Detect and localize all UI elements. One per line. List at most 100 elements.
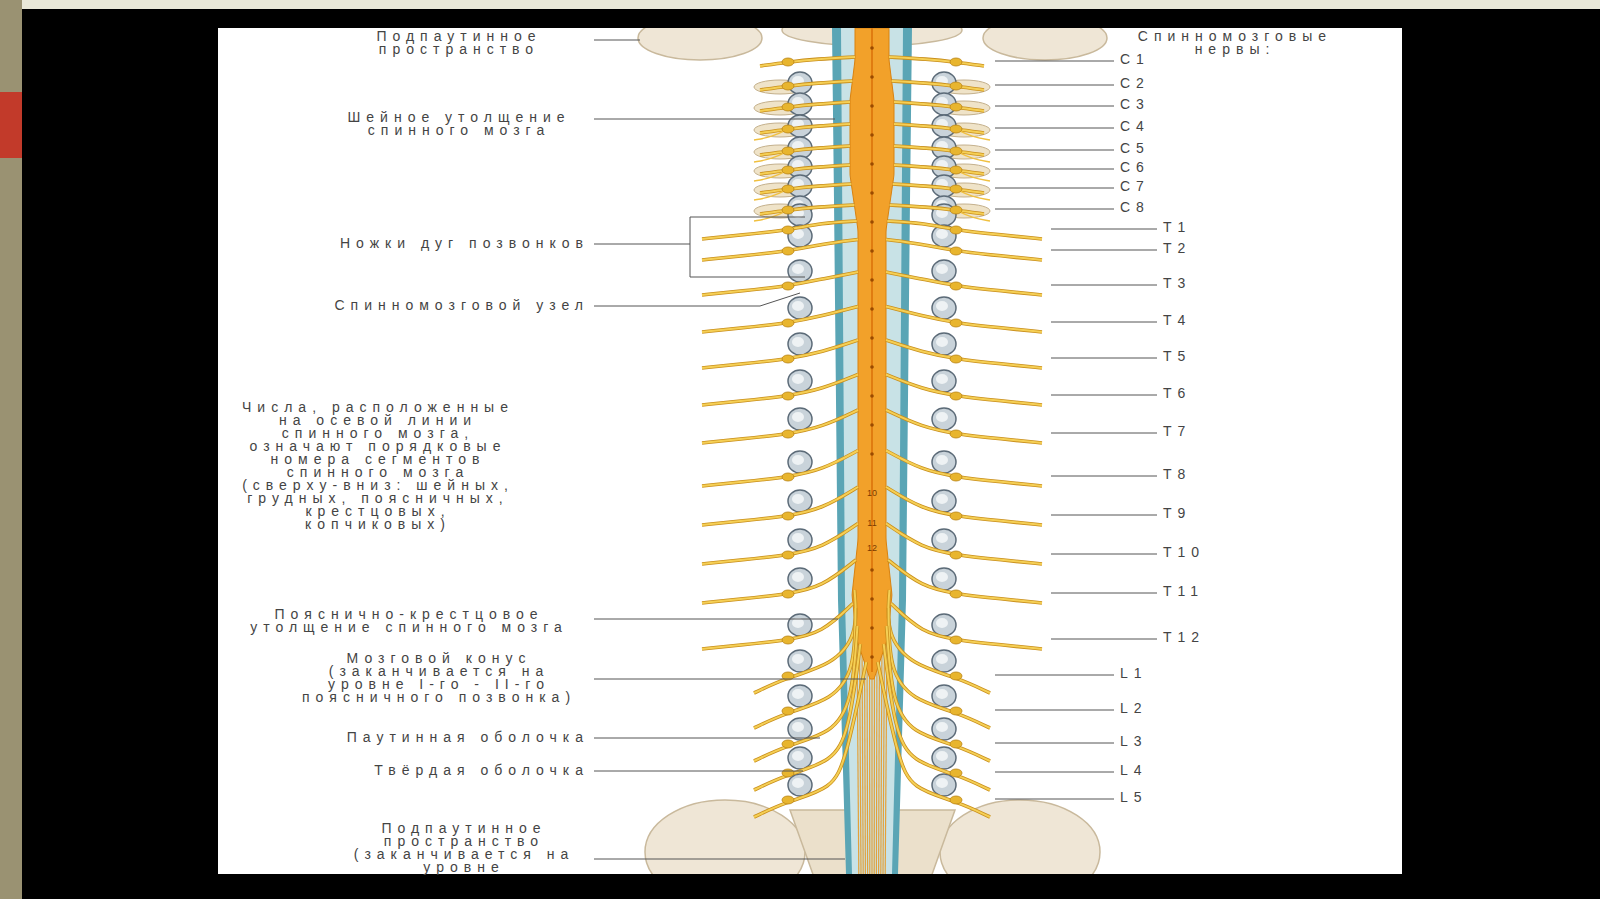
spinal-nerve-outline <box>702 524 858 565</box>
leader-line <box>594 738 820 739</box>
segment-dot <box>870 597 874 601</box>
spinal-ganglion <box>950 392 962 400</box>
spinal-ganglion <box>782 185 794 193</box>
vertebral-pedicle <box>932 614 956 636</box>
pedicle-highlight <box>936 301 948 311</box>
spinal-ganglion <box>782 247 794 255</box>
spinal-ganglion <box>950 636 962 644</box>
nerve-label: L5 <box>1120 791 1210 804</box>
segment-dot <box>870 452 874 456</box>
nerve-label: L4 <box>1120 764 1210 777</box>
spinal-ganglion <box>950 512 962 520</box>
leader-line <box>1051 593 1157 594</box>
spinal-nerve-outline <box>760 165 850 174</box>
spinal-ganglion <box>950 796 962 804</box>
leader-line <box>594 619 838 620</box>
spinal-nerve-outline <box>754 644 860 790</box>
spinal-nerve <box>760 205 854 214</box>
spinal-nerve-outline <box>884 644 990 790</box>
cauda-equina <box>860 640 862 874</box>
spinal-nerve-outline <box>886 451 1042 487</box>
spinal-ganglion <box>782 512 794 520</box>
segment-number: 11 <box>860 518 884 529</box>
vertebral-pedicle <box>932 451 956 473</box>
nerve-label: T10 <box>1163 546 1253 559</box>
spinal-nerve <box>886 487 1042 525</box>
spinal-ganglion <box>950 58 962 66</box>
pelvis-bone <box>645 800 805 874</box>
spinal-nerve-outline <box>891 604 1042 650</box>
spinal-nerve <box>886 272 1042 295</box>
spinal-nerve-outline <box>754 662 866 817</box>
spinal-nerve-outline <box>702 451 858 487</box>
panel <box>218 28 1402 874</box>
nerve-label: T8 <box>1163 468 1253 481</box>
spinal-cord <box>850 28 894 679</box>
spinal-nerve <box>702 524 858 565</box>
spinal-nerve <box>702 375 858 406</box>
pedicle-highlight <box>792 301 804 311</box>
spinal-nerve <box>702 240 858 261</box>
pedicle-highlight <box>792 412 804 422</box>
spinal-nerve <box>884 644 990 790</box>
spinal-nerve-outline <box>702 340 858 368</box>
segment-dot <box>870 133 874 137</box>
spinal-nerve-outline <box>886 410 1042 443</box>
spinal-nerve-outline <box>892 81 984 90</box>
leader-line <box>995 106 1114 107</box>
pedicle-highlight <box>792 572 804 582</box>
vertebral-pedicle <box>788 529 812 551</box>
vertebral-pedicle <box>932 333 956 355</box>
spinal-nerve <box>702 451 858 487</box>
spinal-nerve-outline <box>886 340 1042 368</box>
nerve-label: C7 <box>1120 180 1210 193</box>
leader-line <box>995 85 1114 86</box>
spinal-nerve <box>886 375 1042 406</box>
pedicle-highlight <box>936 337 948 347</box>
spinal-nerve-outline <box>878 662 990 817</box>
spinal-ganglion <box>782 226 794 234</box>
spinal-nerve-outline <box>702 307 858 333</box>
pedicle-highlight <box>792 264 804 274</box>
spinal-ganglion <box>950 206 962 214</box>
spinal-nerve <box>702 560 856 603</box>
vertebral-pedicle <box>788 370 812 392</box>
nerve-label: T12 <box>1163 631 1253 644</box>
pedicle-highlight <box>792 654 804 664</box>
spinal-nerve-outline <box>760 146 850 155</box>
spinal-nerve <box>886 524 1042 565</box>
spinal-nerve-outline <box>760 124 850 133</box>
nerve-label: T7 <box>1163 425 1253 438</box>
spinal-nerve-outline <box>702 487 858 525</box>
spinal-ganglion <box>950 319 962 327</box>
spinal-nerve <box>894 165 984 174</box>
leader-line <box>995 710 1114 711</box>
nerve-label: L2 <box>1120 702 1210 715</box>
pedicle-highlight <box>792 374 804 384</box>
spinal-nerve-outline <box>702 604 853 650</box>
segment-dot <box>870 394 874 398</box>
pedicle-highlight <box>792 455 804 465</box>
spinal-ganglion <box>950 125 962 133</box>
spinal-nerve <box>889 608 990 728</box>
spinal-ganglion <box>782 796 794 804</box>
spinal-nerve-outline <box>886 272 1042 295</box>
cauda-equina <box>866 640 868 874</box>
pedicle-highlight <box>792 778 804 788</box>
spinal-ganglion <box>950 185 962 193</box>
median-fissure <box>871 28 873 672</box>
vertebral-pedicle <box>932 260 956 282</box>
spinal-nerve-outline <box>702 221 857 239</box>
spinal-ganglion <box>950 551 962 559</box>
spinal-nerve <box>760 146 850 155</box>
spinal-ganglion <box>950 103 962 111</box>
spinal-nerve <box>702 272 858 295</box>
spinal-nerve <box>890 205 984 214</box>
segment-dot <box>870 626 874 630</box>
segment-dot <box>870 568 874 572</box>
spinal-ganglion <box>782 590 794 598</box>
spinal-nerve-outline <box>702 560 856 603</box>
spinal-nerve-outline <box>702 375 858 406</box>
leader-line <box>594 244 690 245</box>
leader-line <box>690 277 805 278</box>
